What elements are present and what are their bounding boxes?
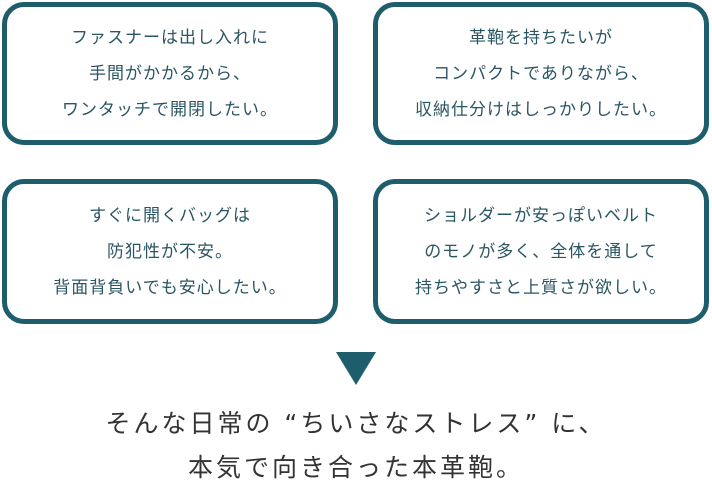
box-line: 収納仕分けはしっかりしたい。	[415, 99, 667, 120]
concern-box-security: すぐに開くバッグは 防犯性が不安。 背面背負いでも安心したい。	[2, 179, 338, 324]
concern-box-storage: 革鞄を持ちたいが コンパクトでありながら、 収納仕分けはしっかりしたい。	[373, 2, 709, 145]
box-line: 持ちやすさと上質さが欲しい。	[415, 277, 667, 298]
box-line: のモノが多く、全体を通して	[424, 241, 658, 262]
box-line: 手間がかかるから、	[89, 63, 251, 84]
box-line: ショルダーが安っぽいベルト	[424, 205, 658, 226]
box-line: すぐに開くバッグは	[89, 205, 251, 226]
box-line: ファスナーは出し入れに	[71, 27, 269, 48]
box-line: コンパクトでありながら、	[433, 63, 649, 84]
conclusion-text: そんな日常の “ちいさなストレス” に、 本気で向き合った本革鞄。	[0, 402, 712, 490]
conclusion-line: 本気で向き合った本革鞄。	[187, 453, 524, 482]
conclusion-line: そんな日常の “ちいさなストレス” に、	[105, 409, 607, 438]
down-arrow-icon	[336, 352, 376, 385]
box-line: 背面背負いでも安心したい。	[53, 277, 287, 298]
box-line: 革鞄を持ちたいが	[469, 27, 613, 48]
concern-box-zipper: ファスナーは出し入れに 手間がかかるから、 ワンタッチで開閉したい。	[2, 2, 338, 145]
box-line: ワンタッチで開閉したい。	[62, 99, 278, 120]
box-line: 防犯性が不安。	[107, 241, 233, 262]
concern-box-shoulder: ショルダーが安っぽいベルト のモノが多く、全体を通して 持ちやすさと上質さが欲し…	[373, 179, 709, 324]
